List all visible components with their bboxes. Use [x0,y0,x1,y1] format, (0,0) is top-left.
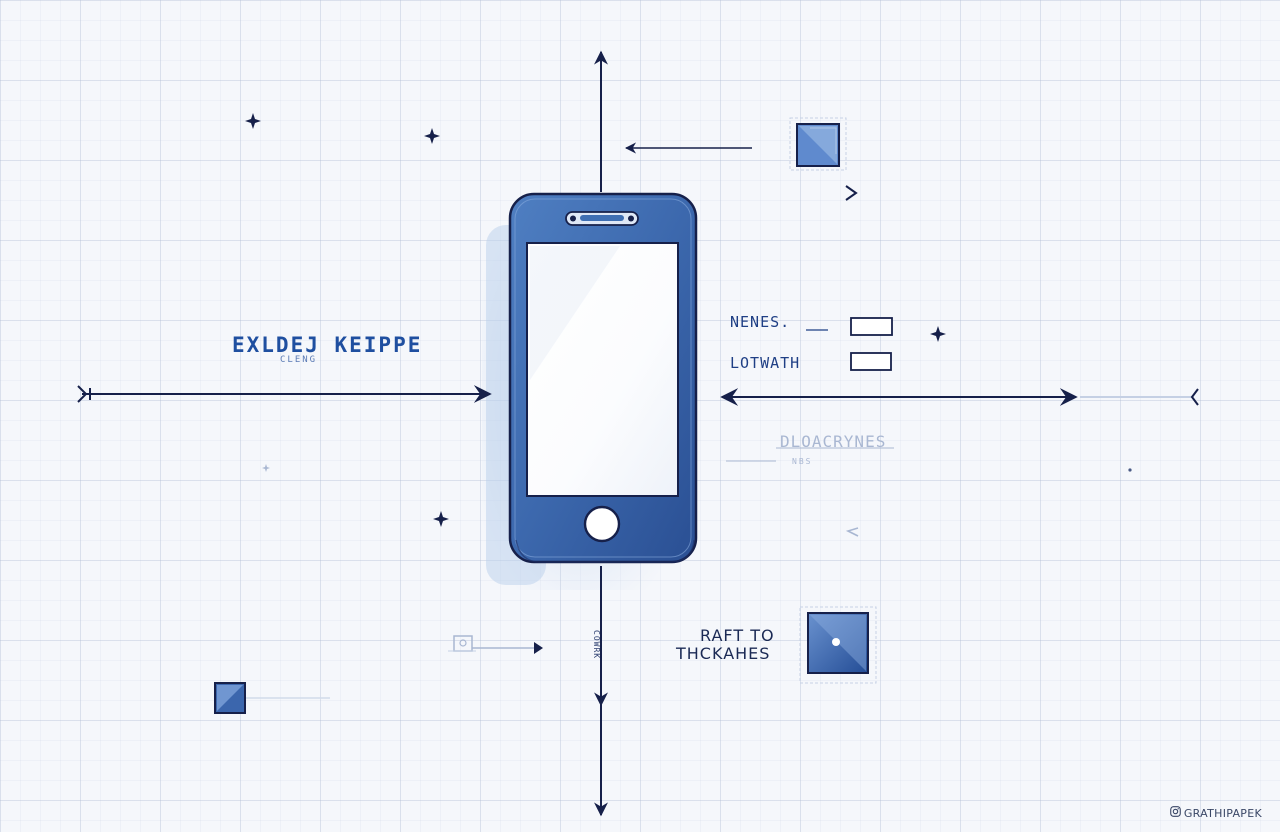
axis-left-arrow [77,385,492,403]
vertical-axis-label: COWRK [592,630,601,660]
faint-label-lines [726,447,894,462]
sparkle-2 [424,128,440,144]
faint-connector [448,635,543,654]
phone-home-button [583,505,621,543]
phone-speaker [565,211,639,226]
left-title-label: EXLDEJ KEIPPE [232,333,423,357]
sparkle-1 [245,113,261,129]
credit: GRATHIPAPEK [1169,806,1262,820]
tile-bottom-left [214,682,330,714]
instagram-icon [1169,806,1181,820]
legend-label-2: LOTWATH [730,354,801,372]
faint-return-arrow [845,527,859,537]
sparkle-3 [433,511,449,527]
legend-box-1 [850,317,893,336]
credit-text: GRATHIPAPEK [1183,807,1262,820]
dot-faint [1128,468,1132,472]
axis-right-arrow [720,388,1199,406]
legend-label-1: NENES. [730,313,791,331]
phone-screen [526,242,679,497]
legend-box-2 [850,352,892,371]
sparkle-4 [930,326,946,342]
tile-top-right [789,117,847,171]
tile-bottom-right [799,606,877,684]
small-arrow-right [845,185,858,201]
caption-line-1: RAFT TO [700,626,775,645]
caption-line-2: THCKAHES [676,644,771,663]
faint-sub-label: NBS [792,457,813,466]
faint-title-label: DLOACRYNES [780,432,887,451]
sparkle-faint [262,464,270,472]
left-subtitle-label: CLENG [280,355,318,365]
